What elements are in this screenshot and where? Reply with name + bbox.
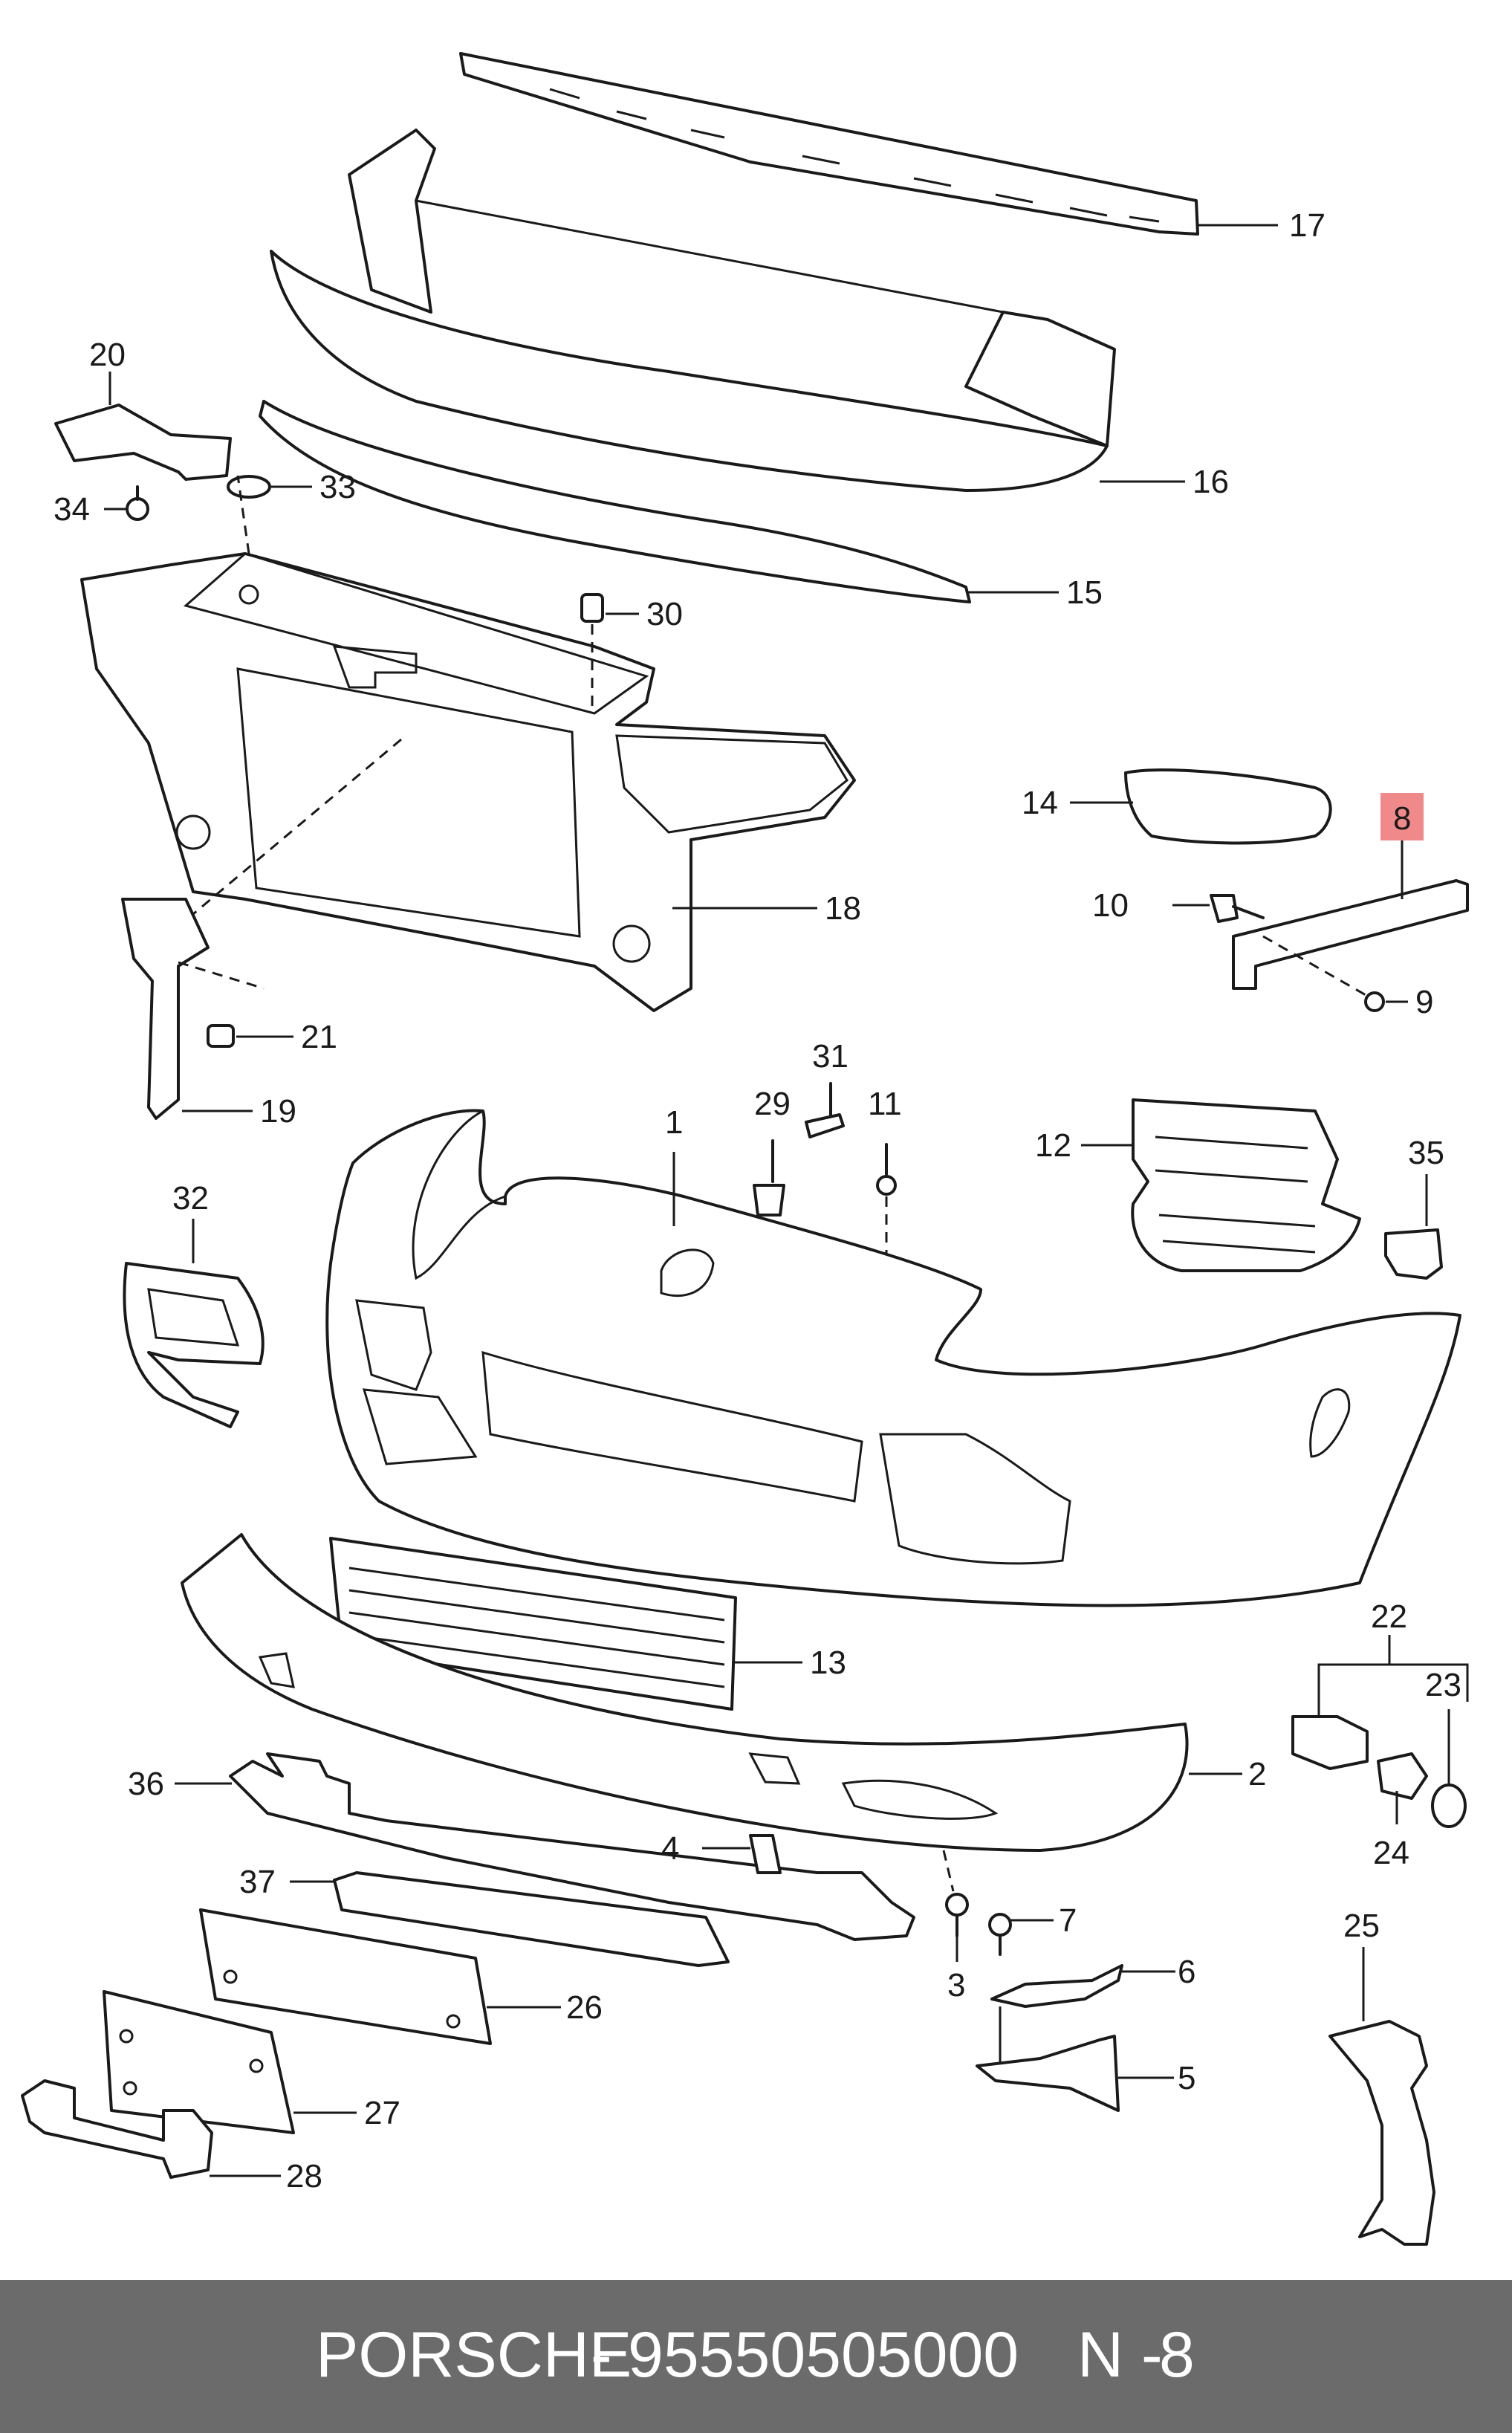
callout-29: 29 xyxy=(754,1086,791,1122)
callout-6: 6 xyxy=(1178,1954,1195,1990)
part-15-trim-strip xyxy=(259,400,971,603)
part-28-bracket xyxy=(21,2079,213,2179)
part-25-air-duct xyxy=(1328,2020,1435,2246)
callout-36: 36 xyxy=(128,1766,164,1802)
part-36-undertray xyxy=(229,1752,915,1941)
part-13-lower-grille xyxy=(329,1537,737,1711)
callout-35: 35 xyxy=(1408,1135,1444,1171)
part-5-bracket xyxy=(976,2035,1120,2112)
part-number: 95550505000 xyxy=(628,2319,1019,2391)
callout-32: 32 xyxy=(172,1180,209,1216)
callout-12: 12 xyxy=(1035,1127,1071,1164)
part-7-screw xyxy=(988,1913,1012,1956)
part-34-screw xyxy=(126,485,149,521)
callout-25: 25 xyxy=(1343,1908,1380,1944)
callout-1: 1 xyxy=(665,1104,683,1141)
separator: - xyxy=(591,2319,612,2391)
part-14-grille-insert xyxy=(1124,768,1332,845)
part-37-panel xyxy=(333,1871,730,1967)
callout-24: 24 xyxy=(1373,1835,1409,1871)
callout-3: 3 xyxy=(947,1967,965,2003)
footer-bar: PORSCHE - 95550505000 N - 8 xyxy=(0,2280,1512,2433)
part-12-side-grille xyxy=(1131,1098,1361,1272)
callout-18: 18 xyxy=(825,890,861,927)
callout-37: 37 xyxy=(239,1864,276,1900)
part-30-clip xyxy=(580,593,604,623)
callout-34: 34 xyxy=(53,491,90,528)
part-26-plate-holder xyxy=(199,1908,492,2045)
part-10-bolt xyxy=(1210,894,1265,923)
callout-27: 27 xyxy=(364,2095,400,2131)
brand-name: PORSCHE xyxy=(316,2319,632,2391)
part-6-bracket-strip xyxy=(990,1964,1123,2008)
callout-11: 11 xyxy=(868,1086,902,1122)
callout-5: 5 xyxy=(1178,2060,1195,2096)
part-18-front-frame xyxy=(80,552,856,1012)
callout-14: 14 xyxy=(1022,785,1058,821)
part-22-sensor-kit xyxy=(1291,1715,1467,1828)
callout-21: 21 xyxy=(301,1019,337,1055)
part-31-screw xyxy=(805,1082,845,1138)
callout-33: 33 xyxy=(319,469,356,505)
part-9-screw xyxy=(1262,935,1385,1012)
position-prefix: N - xyxy=(1077,2319,1181,2391)
part-19-side-bracket xyxy=(121,898,210,1120)
callout-26: 26 xyxy=(566,1989,603,2026)
callout-7: 7 xyxy=(1059,1902,1077,1939)
callout-13: 13 xyxy=(810,1645,846,1681)
part-16-bumper-carrier xyxy=(270,129,1116,492)
part-20-bracket xyxy=(54,404,232,481)
callout-15: 15 xyxy=(1066,574,1103,611)
part-3-screw xyxy=(942,1850,969,1937)
part-21-bolt xyxy=(207,1024,235,1048)
callout-9: 9 xyxy=(1415,984,1433,1020)
callout-16: 16 xyxy=(1193,464,1229,500)
callout-17: 17 xyxy=(1289,207,1326,244)
callout-10: 10 xyxy=(1092,887,1129,924)
callout-19: 19 xyxy=(260,1093,296,1130)
callout-8: 8 xyxy=(1393,800,1411,837)
part-29-clip xyxy=(753,1139,785,1216)
callout-20: 20 xyxy=(89,337,126,373)
callout-4: 4 xyxy=(661,1830,679,1867)
exploded-parts-diagram: 17 16 15 20 34 33 18 xyxy=(21,52,1469,2246)
callout-30: 30 xyxy=(646,596,683,632)
callout-8-highlight xyxy=(1380,793,1424,840)
callout-23: 23 xyxy=(1425,1667,1461,1703)
callout-22: 22 xyxy=(1371,1598,1407,1635)
part-1-bumper-cover xyxy=(325,1109,1461,1607)
part-27-plate-bracket xyxy=(103,1990,295,2134)
part-33-washer xyxy=(227,475,271,499)
part-2-lower-spoiler xyxy=(181,1533,1189,1852)
part-32-fog-frame xyxy=(123,1262,265,1428)
position-value: 8 xyxy=(1159,2319,1195,2391)
part-8-bracket xyxy=(1232,879,1469,990)
callout-2: 2 xyxy=(1248,1756,1266,1792)
callout-28: 28 xyxy=(286,2158,322,2194)
part-17-upper-strip xyxy=(459,52,1199,236)
part-4-clip xyxy=(749,1834,782,1874)
callout-31: 31 xyxy=(812,1038,849,1075)
part-35-bracket xyxy=(1384,1228,1443,1280)
footer-caption: PORSCHE - 95550505000 N - 8 xyxy=(0,2280,1512,2433)
